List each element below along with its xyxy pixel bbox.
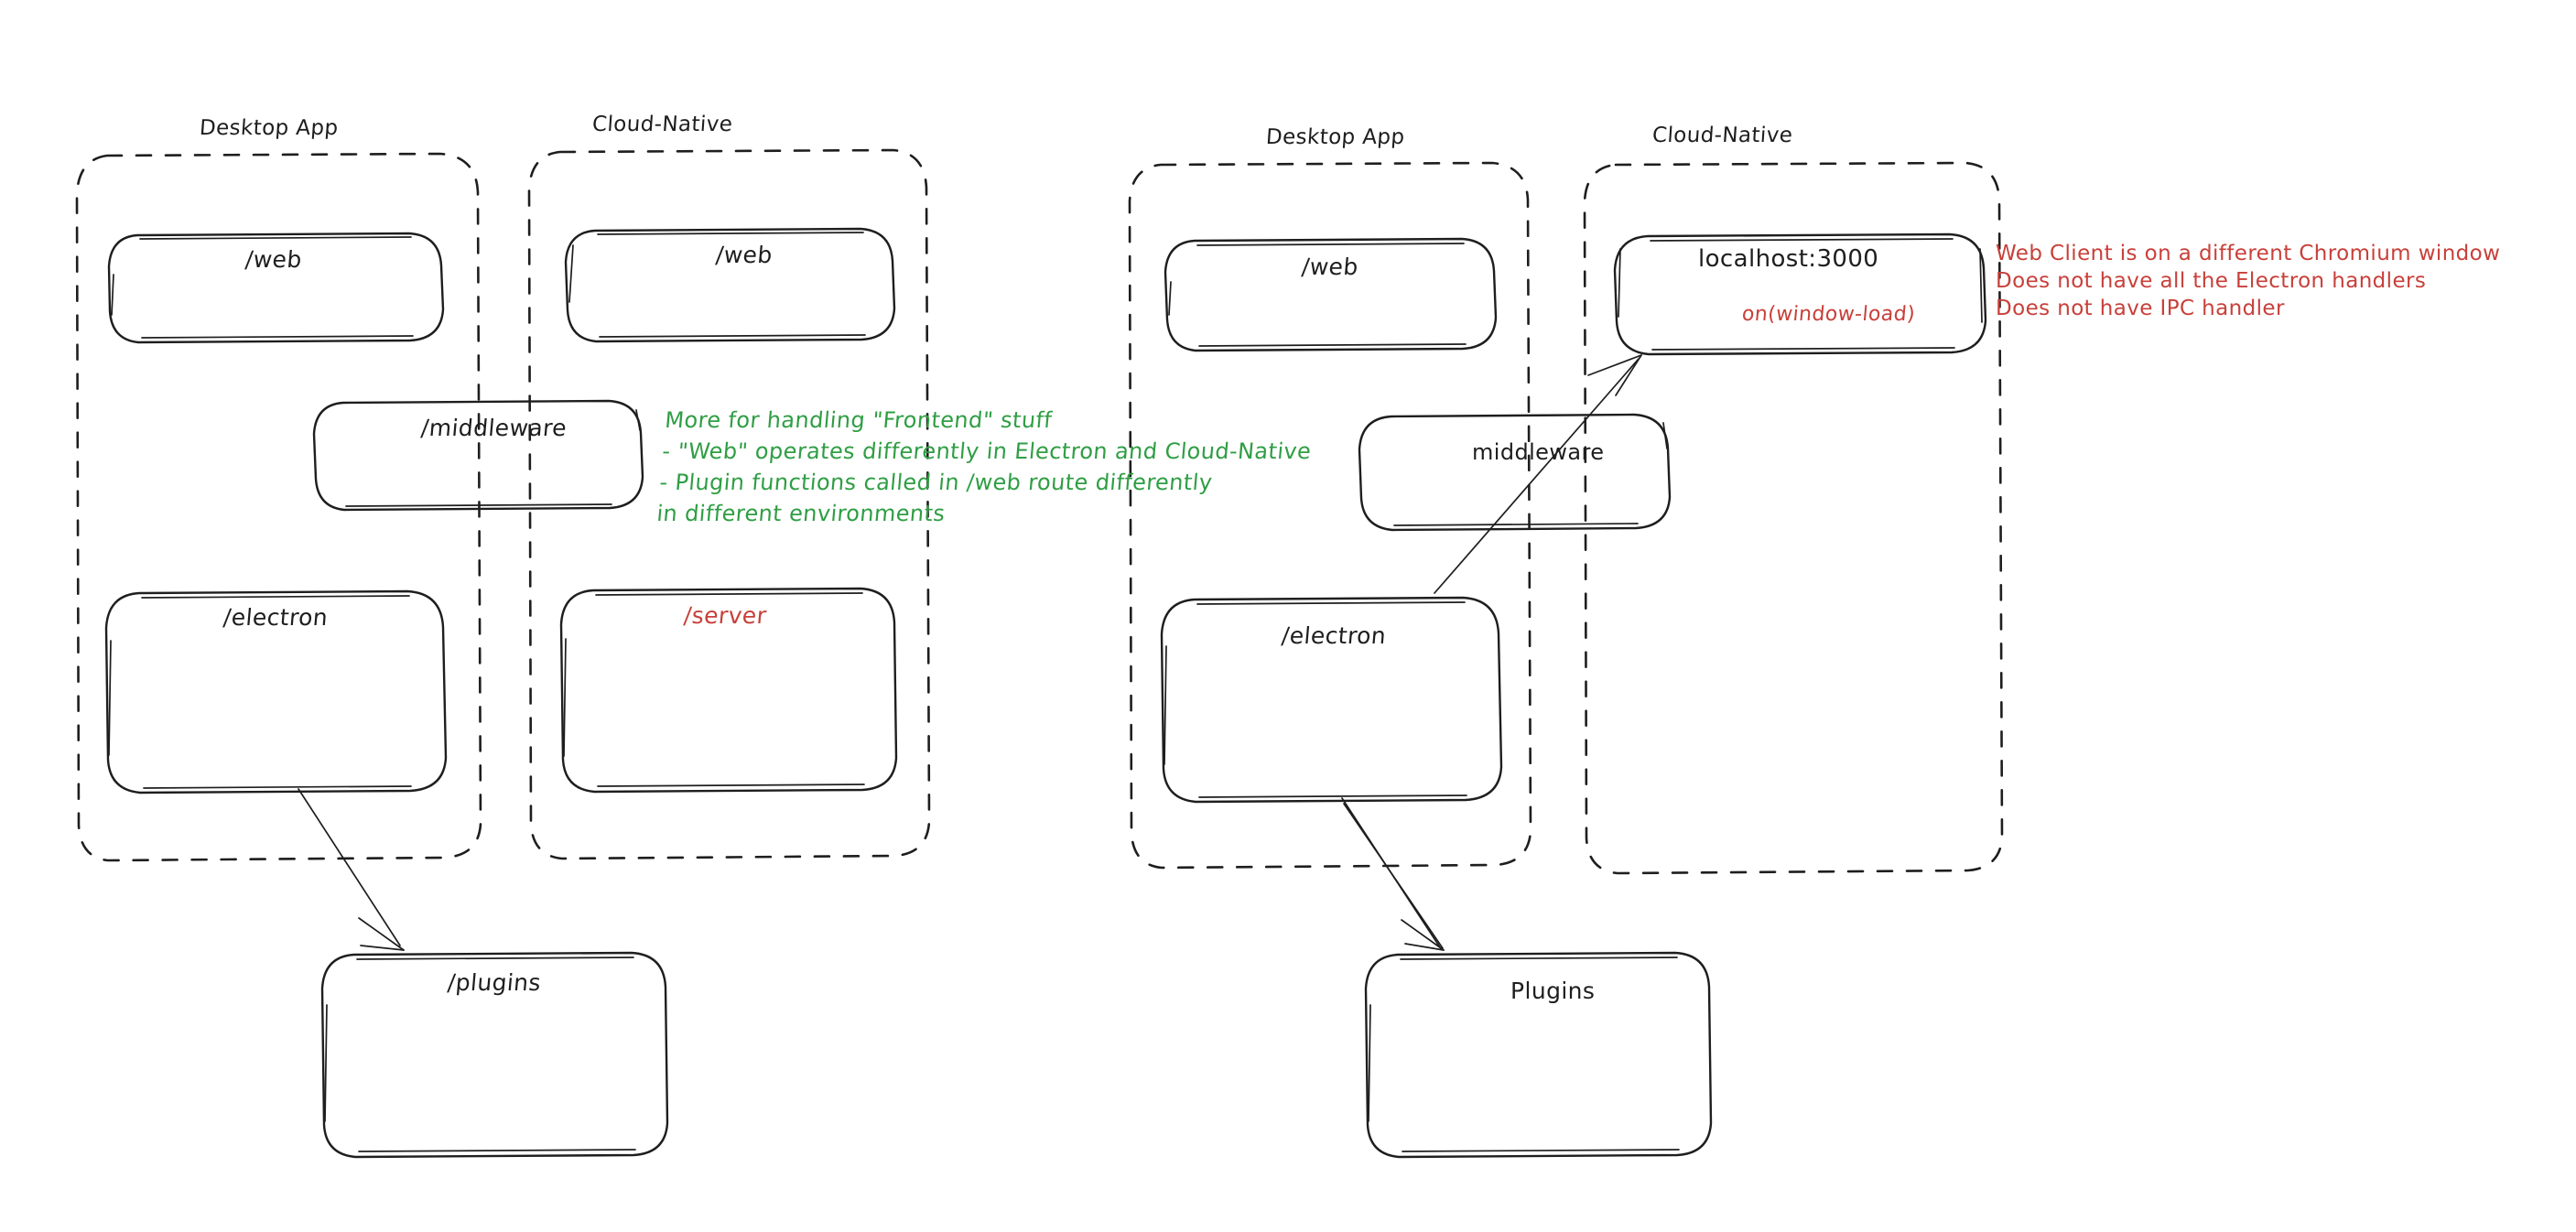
node-label-right-localhost: localhost:3000 (1698, 245, 1879, 273)
node-label-left-middleware: /middleware (419, 415, 568, 441)
node-label-left-cloud-web: /web (714, 242, 774, 268)
arrow-right-electron-to-plugins (1341, 797, 1445, 951)
node-right-plugins[interactable] (1364, 951, 1713, 1159)
group-left-desktop-app (75, 152, 482, 862)
arrow-left-electron-to-plugins (298, 788, 405, 951)
node-right-middleware[interactable] (1358, 413, 1672, 532)
node-right-localhost[interactable] (1613, 232, 1987, 356)
group-left-cloud-native (527, 148, 931, 860)
node-label-right-electron: /electron (1280, 622, 1388, 649)
group-title-left-desktop-app: Desktop App (199, 116, 340, 140)
node-left-server[interactable] (559, 587, 898, 794)
group-title-right-cloud-native: Cloud-Native (1651, 124, 1794, 147)
node-right-desktop-web[interactable] (1164, 237, 1498, 352)
node-left-desktop-web[interactable] (107, 232, 445, 344)
group-right-cloud-native (1583, 161, 2004, 875)
node-label-left-desktop-web: /web (244, 246, 304, 273)
node-left-cloud-web[interactable] (564, 227, 896, 343)
node-label-left-plugins: /plugins (446, 969, 543, 996)
node-left-middleware[interactable] (312, 399, 644, 512)
node-right-electron[interactable] (1160, 596, 1503, 804)
node-sublabel-right-localhost-onwindowload: on(window-load) (1740, 303, 1917, 326)
group-right-desktop-app (1128, 161, 1532, 870)
node-left-electron[interactable] (104, 589, 448, 794)
node-label-right-plugins: Plugins (1510, 978, 1596, 1004)
group-title-right-desktop-app: Desktop App (1265, 125, 1406, 149)
group-title-left-cloud-native: Cloud-Native (591, 113, 734, 136)
node-label-right-desktop-web: /web (1300, 254, 1360, 280)
arrow-right-electron-to-localhost (1434, 354, 1642, 594)
node-label-left-electron: /electron (222, 604, 330, 631)
note-frontend-green: More for handling "Frontend" stuff - "We… (655, 407, 1313, 526)
node-label-right-middleware: middleware (1472, 439, 1605, 465)
node-left-plugins[interactable] (320, 951, 669, 1159)
node-label-left-server: /server (682, 602, 768, 629)
note-web-client-red: Web Client is on a different Chromium wi… (1996, 242, 2501, 320)
